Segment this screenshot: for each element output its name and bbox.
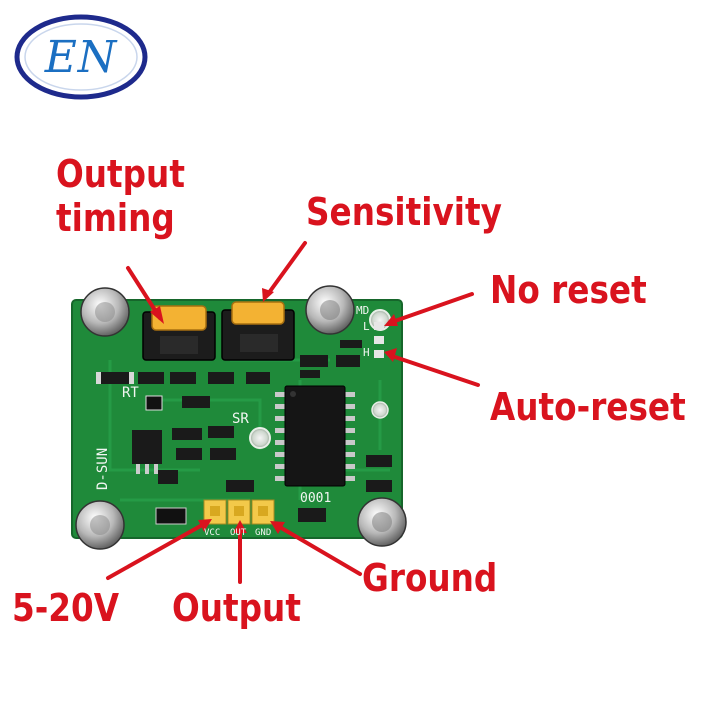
- brand-logo: [14, 14, 148, 100]
- potentiometer-timing: [142, 305, 216, 361]
- silkscreen-rt: RT: [122, 385, 139, 401]
- label-no-reset: No reset: [490, 268, 647, 312]
- silkscreen-md: MD: [356, 304, 370, 317]
- header-pins: [203, 499, 275, 525]
- label-output-timing: Output timing: [56, 152, 185, 240]
- silkscreen-brand: D-SUN: [95, 447, 111, 490]
- silkscreen-chip-code: 0001: [300, 491, 332, 506]
- capacitor-top-left: [80, 287, 130, 337]
- label-vcc: 5-20V: [12, 586, 120, 630]
- label-output: Output: [172, 586, 301, 630]
- silkscreen-pin-vcc: VCC: [204, 528, 221, 538]
- potentiometer-sensitivity: [221, 301, 295, 361]
- arrow-sensitivity: [262, 241, 307, 302]
- arrow-output: [233, 520, 247, 584]
- capacitor-top-right: [305, 285, 355, 335]
- label-ground: Ground: [362, 556, 498, 600]
- arrow-auto-reset: [384, 348, 480, 387]
- arrow-ground: [270, 521, 362, 576]
- arrow-no-reset: [384, 292, 474, 326]
- label-output-timing-line2: timing: [56, 196, 175, 240]
- label-sensitivity: Sensitivity: [306, 190, 502, 234]
- label-auto-reset: Auto-reset: [490, 385, 686, 429]
- silkscreen-pin-out: OUT: [230, 528, 247, 538]
- arrow-output-timing: [126, 266, 164, 324]
- arrow-vcc: [106, 519, 212, 580]
- jumper-pads: [374, 322, 384, 358]
- silkscreen-pin-gnd: GND: [255, 528, 272, 538]
- smd-components: [96, 340, 392, 525]
- capacitor-bottom-right: [357, 497, 407, 547]
- capacitor-bottom-left: [75, 500, 125, 550]
- label-output-timing-line1: Output: [56, 152, 185, 196]
- silkscreen-h: H: [363, 346, 370, 359]
- silkscreen-l: L: [363, 320, 370, 333]
- ic-chip: [275, 385, 355, 487]
- silkscreen-sr: SR: [232, 411, 249, 427]
